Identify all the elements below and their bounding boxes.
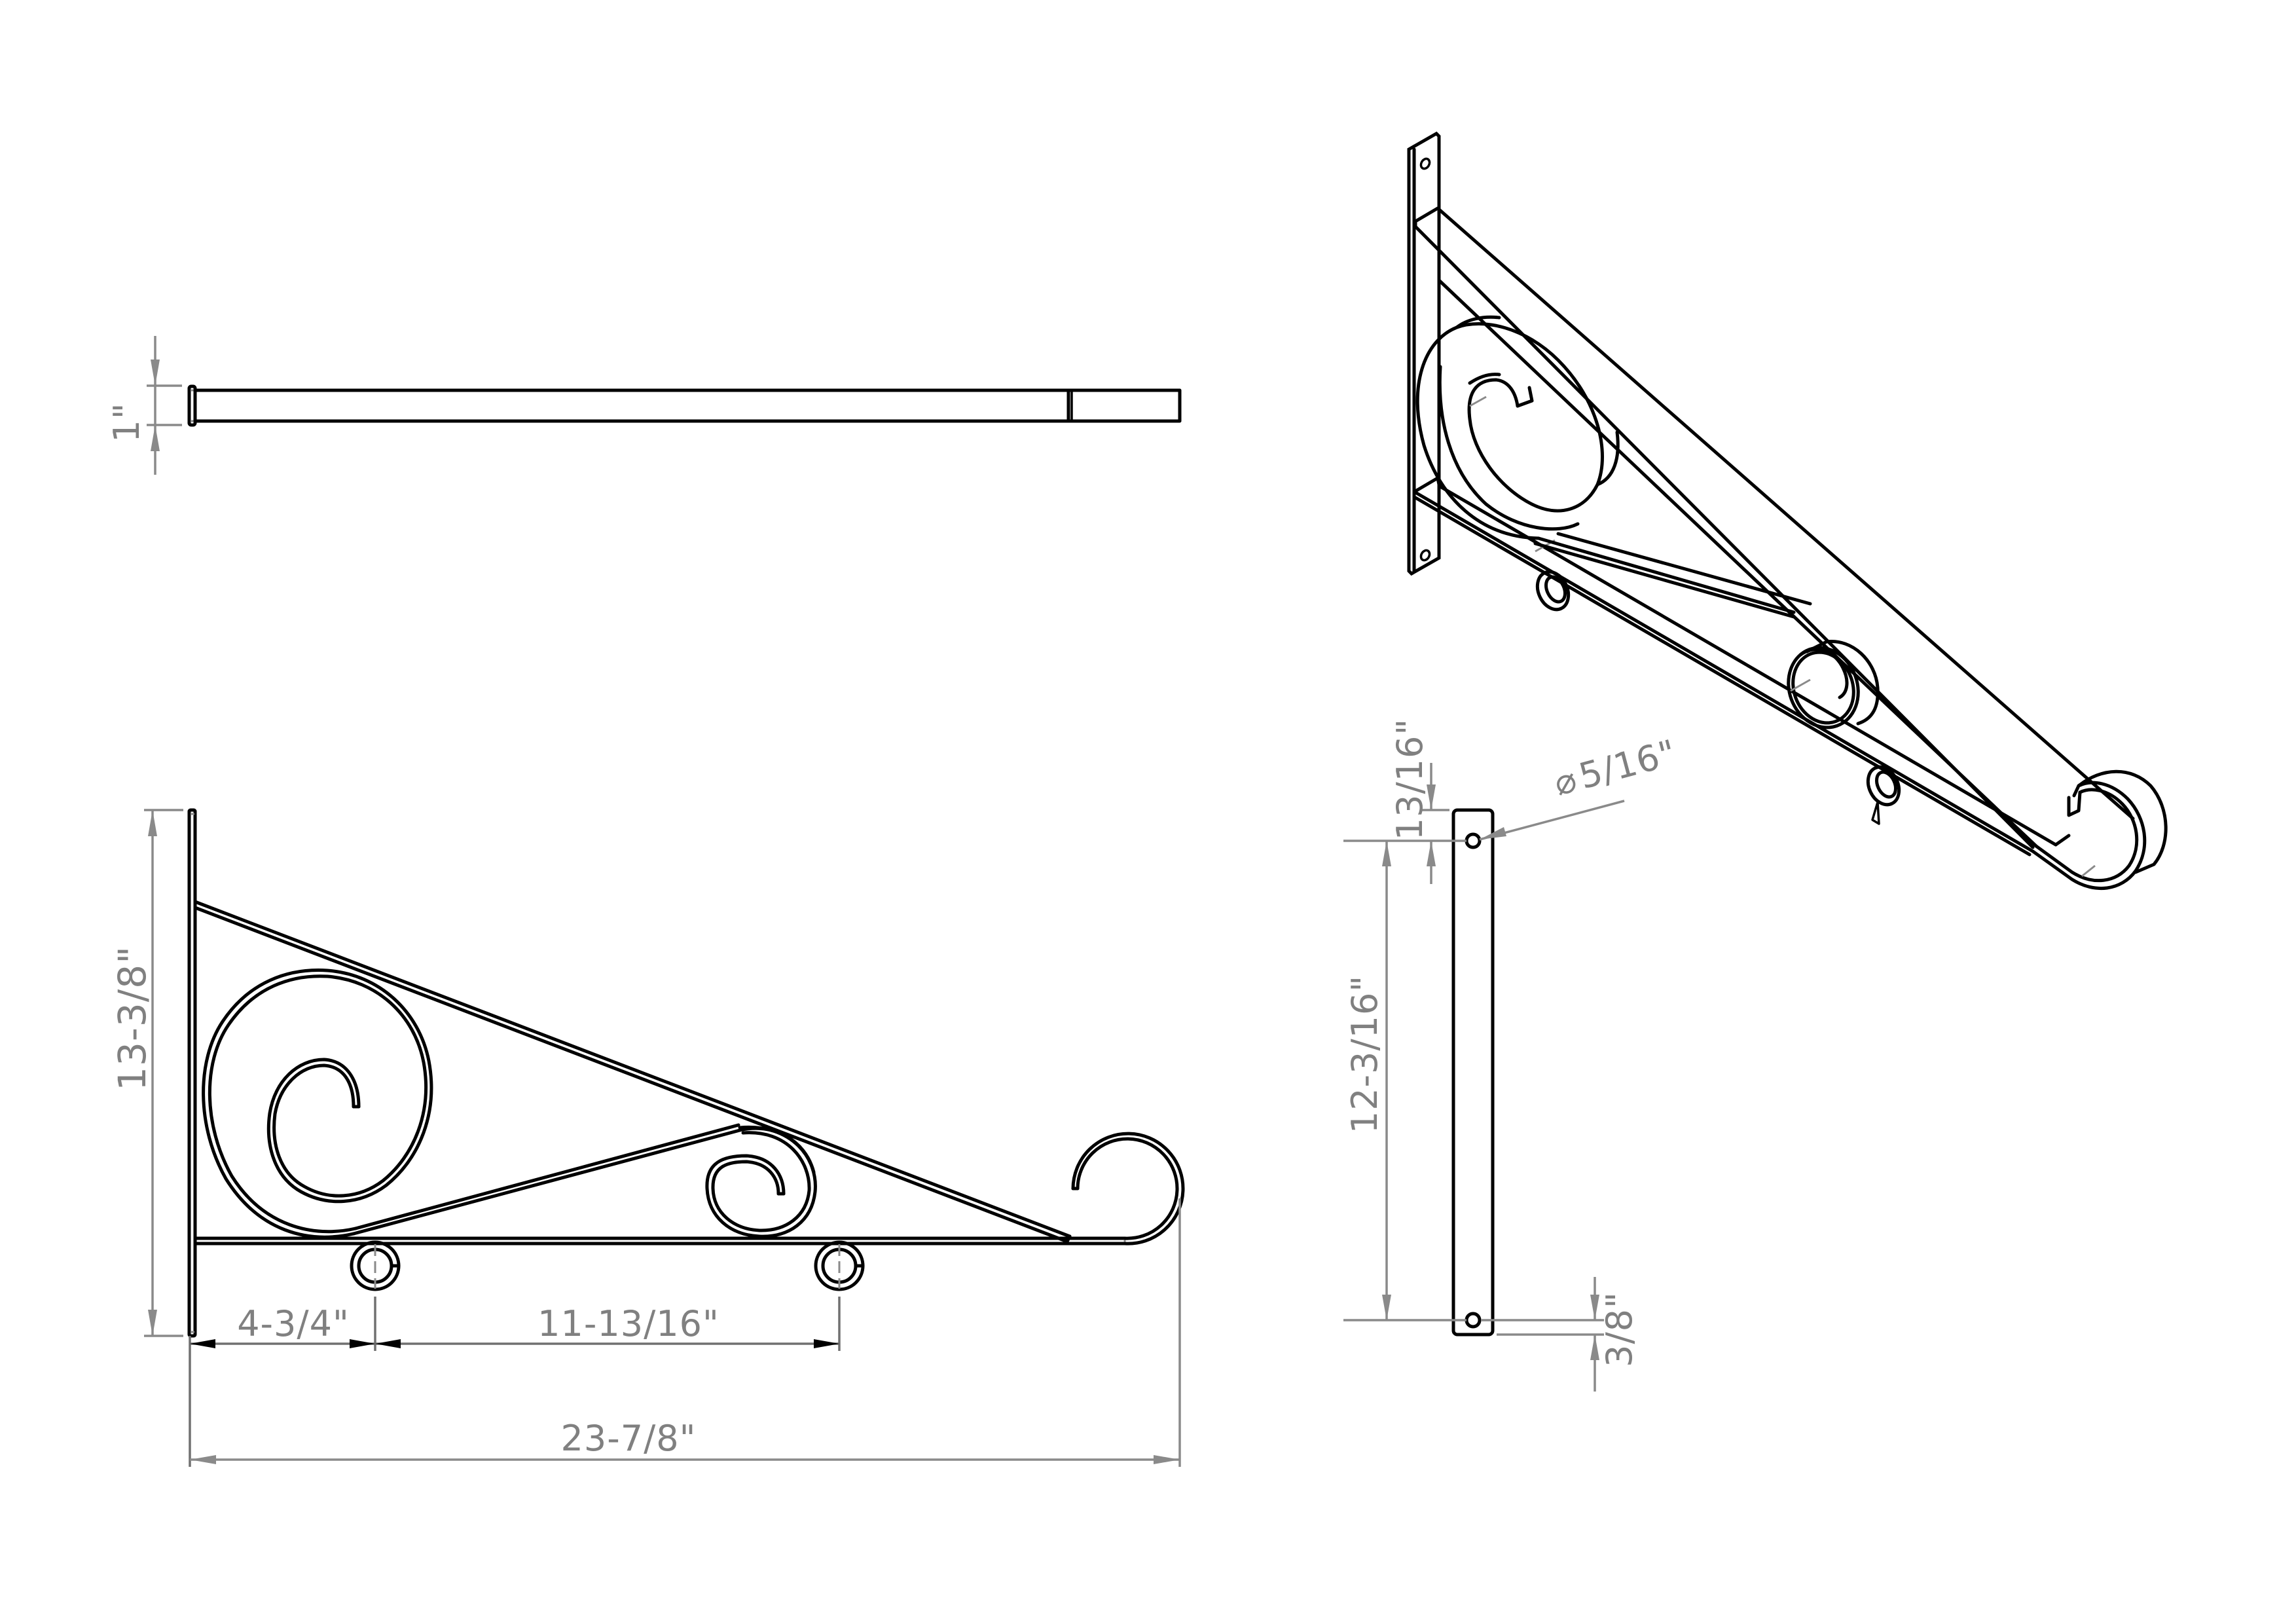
dim-hole-diameter: ⌀5/16" [1479,731,1681,841]
side-view: 13/16" ⌀5/16" 12-3/16" 3/8" [1343,718,1681,1392]
iso-ring-1 [1535,570,1571,612]
side-view-top-hole [1465,832,1482,849]
front-view-ring-1 [350,1240,401,1291]
dim-ring-spacing: 11-13/16" [375,1297,841,1351]
dim-top-hole-offset-label: 13/16" [1389,718,1430,840]
dim-bottom-hole-offset: 3/8" [1481,1277,1640,1392]
iso-diagonal-bar [1413,206,2135,849]
iso-ring-2 [1866,765,1901,825]
dim-overall-length: 23-7/8" [190,1198,1181,1467]
front-view-wall-plate [187,808,197,1338]
iso-connector-bar [1533,532,1812,619]
dim-hole-spacing-label: 12-3/16" [1344,975,1385,1134]
side-view-wall-plate [1451,808,1495,1337]
dim-hole-diameter-value: 5/16" [1575,731,1681,797]
dim-height-label: 13-3/8" [110,946,155,1091]
iso-small-scroll [1787,640,1880,729]
dim-thickness: 1" [106,336,182,475]
dim-height: 13-3/8" [110,809,183,1337]
dim-overall-length-label: 23-7/8" [561,1418,697,1459]
front-view-ring-2 [814,1240,865,1291]
top-view: 1" [106,336,1182,475]
front-view-connector-bar [352,1123,816,1236]
front-view-diagonal-bar [193,900,1072,1244]
dim-ring1-offset: 4-3/4" [189,1297,376,1467]
front-view: 13-3/8" 4-3/4" 11-13/16" 23-7/8" [110,808,1185,1467]
dim-ring-spacing-label: 11-13/16" [538,1303,720,1344]
front-view-bottom-rail [193,1236,1127,1246]
isometric-view [1407,131,2168,890]
front-view-end-hook [1071,1132,1185,1246]
front-view-large-scroll [202,969,433,1239]
front-view-small-scroll [705,1125,817,1238]
iso-large-scroll [1415,315,1620,553]
dim-hole-spacing: 12-3/16" [1343,841,1467,1321]
dim-thickness-label: 1" [106,402,147,442]
dim-top-hole-offset: 13/16" [1343,718,1467,884]
dim-hole-diameter-label: ⌀5/16" [1550,731,1681,803]
dim-ring1-offset-label: 4-3/4" [237,1303,350,1344]
top-view-bar [193,388,1182,423]
side-view-bottom-hole [1465,1312,1482,1329]
iso-bottom-rail [1413,476,2058,857]
dim-bottom-hole-offset-label: 3/8" [1599,1291,1640,1367]
iso-end-hook [2031,769,2168,890]
